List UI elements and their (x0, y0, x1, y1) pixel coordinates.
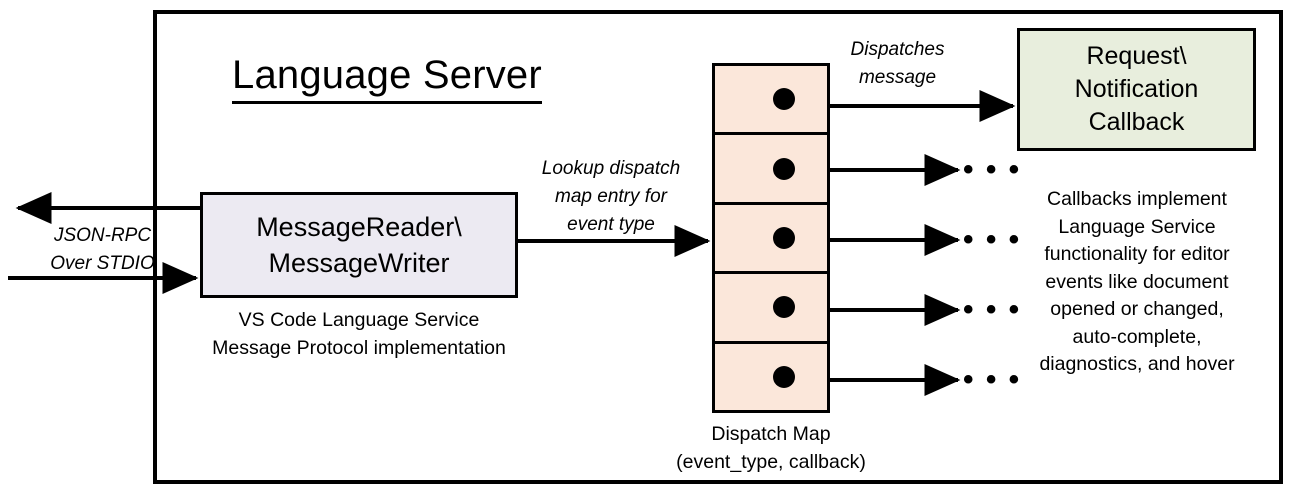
page-title: Language Server (232, 51, 542, 104)
lookup-dispatch-label: Lookup dispatch map entry for event type (521, 155, 701, 239)
callback-caption-line5: opened or changed, (1050, 298, 1224, 320)
callback-caption: Callbacks implement Language Service fun… (1006, 186, 1268, 379)
callback-caption-line4: events like document (1045, 270, 1229, 293)
callback-caption-line6: auto-complete, (1072, 325, 1202, 348)
ellipsis-row-2: • • • (963, 153, 1022, 186)
message-reader-caption: VS Code Language Service Message Protoco… (200, 306, 518, 362)
callback-line2: Notification (1074, 75, 1199, 103)
message-reader-writer-box[interactable]: MessageReader\ MessageWriter (200, 192, 518, 298)
message-reader-caption-line2: Message Protocol implementation (212, 337, 506, 359)
callback-caption-line1: Callbacks implement (1047, 188, 1227, 210)
dispatch-map-table[interactable] (712, 63, 830, 413)
callback-dot-icon (773, 365, 795, 388)
language-server-boundary (153, 10, 1283, 484)
request-notification-callback-box[interactable]: Request\ Notification Callback (1017, 28, 1256, 151)
lookup-label-line1: Lookup dispatch (541, 158, 681, 179)
dispatch-map-caption-line2: (event_type, callback) (676, 451, 866, 473)
dispatches-label-line2: message (858, 67, 937, 88)
dispatch-map-row[interactable] (715, 274, 827, 344)
dispatches-message-label: Dispatches message (835, 36, 960, 92)
dispatches-label-line1: Dispatches (850, 39, 945, 60)
callback-dot-icon (773, 296, 795, 319)
dispatch-map-row[interactable] (715, 344, 827, 410)
message-reader-caption-line1: VS Code Language Service (238, 309, 480, 331)
io-label-line2: Over STDIO (50, 253, 155, 274)
message-reader-line1: MessageReader\ (256, 212, 462, 242)
dispatch-map-caption: Dispatch Map (event_type, callback) (640, 420, 902, 476)
callback-caption-line2: Language Service (1058, 215, 1216, 238)
message-reader-line2: MessageWriter (268, 248, 450, 278)
callback-line3: Callback (1088, 108, 1185, 136)
callback-caption-line3: functionality for editor (1044, 243, 1230, 265)
dispatch-map-row[interactable] (715, 205, 827, 275)
callback-line1: Request\ (1086, 42, 1187, 70)
callback-caption-line7: diagnostics, and hover (1039, 353, 1235, 375)
jsonrpc-stdio-label: JSON-RPC Over STDIO (30, 222, 175, 278)
lookup-label-line2: map entry for (555, 186, 667, 207)
dispatch-map-caption-line1: Dispatch Map (711, 423, 831, 445)
callback-dot-icon (773, 227, 795, 250)
lookup-label-line3: event type (567, 214, 655, 235)
callback-dot-icon (773, 88, 795, 111)
dispatch-map-row[interactable] (715, 135, 827, 205)
io-label-line1: JSON-RPC (53, 225, 152, 246)
dispatch-map-row[interactable] (715, 66, 827, 136)
callback-dot-icon (773, 157, 795, 180)
